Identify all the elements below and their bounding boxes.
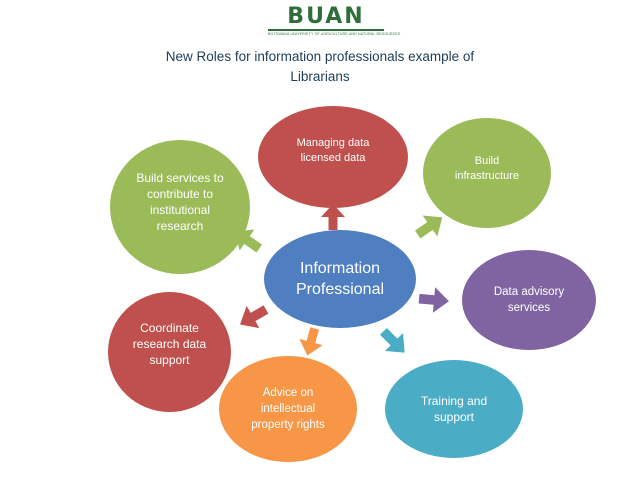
arrow-to-coordinate-research	[240, 305, 269, 329]
node-label: Build infrastructure	[454, 155, 520, 182]
node-build-services: Build services to contribute to institut…	[110, 140, 250, 274]
node-advice-ip: Advice on intellectual property rights	[219, 356, 357, 462]
node-training-support: Training and support	[385, 360, 523, 458]
node-build-infrastructure: Build infrastructure	[423, 118, 551, 228]
arrow-to-advice-ip	[299, 327, 323, 356]
node-data-advisory: Data advisory services	[462, 250, 596, 350]
node-managing-data: Managing data licensed data	[258, 106, 408, 208]
node-label: Coordinate research data support	[132, 321, 207, 367]
buan-logo: BUAN BOTSWANA UNIVERSITY OF AGRICULTURE …	[268, 4, 401, 40]
center-label: Information Professional	[295, 260, 385, 298]
arrow-to-data-advisory	[418, 287, 449, 313]
node-label: Managing data licensed data	[296, 137, 370, 164]
logo-wordmark: BUAN	[287, 4, 365, 29]
page-title: New Roles for information professionals …	[100, 47, 540, 87]
title-line-2: Librarians	[290, 69, 350, 84]
node-label: Data advisory services	[493, 286, 565, 314]
node-label: Training and support	[420, 394, 488, 424]
arrow-to-build-infrastructure	[414, 215, 443, 239]
logo-subtitle: BOTSWANA UNIVERSITY OF AGRICULTURE AND N…	[268, 32, 401, 36]
arrow-to-training-support	[379, 327, 405, 353]
node-coordinate-research: Coordinate research data support	[108, 292, 231, 412]
node-label: Build services to contribute to institut…	[136, 171, 224, 233]
arrow-to-managing-data	[321, 204, 345, 230]
title-line-1: New Roles for information professionals …	[165, 49, 475, 64]
node-information-professional: Information Professional	[264, 230, 416, 328]
node-label: Advice on intellectual property rights	[251, 387, 325, 431]
logo-rule	[268, 29, 384, 31]
